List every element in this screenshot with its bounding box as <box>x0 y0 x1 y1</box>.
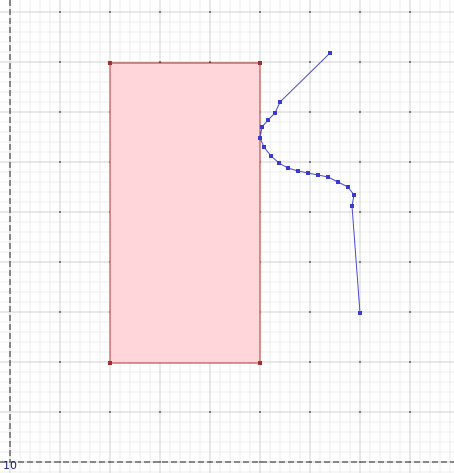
grid-dot <box>359 411 361 413</box>
polyline-vertex <box>350 204 354 208</box>
polyline-vertex <box>316 173 320 177</box>
grid-dot <box>309 361 311 363</box>
polyline-vertex <box>260 125 264 129</box>
grid-dot <box>159 11 161 13</box>
grid-dot <box>209 11 211 13</box>
grid-dot <box>359 261 361 263</box>
polyline-vertex <box>352 193 356 197</box>
polyline-vertex <box>277 161 281 165</box>
grid-dot <box>259 411 261 413</box>
polyline-vertex <box>358 311 362 315</box>
grid-dot <box>309 161 311 163</box>
grid-dot <box>209 411 211 413</box>
grid-dot <box>59 211 61 213</box>
grid-dot <box>309 211 311 213</box>
grid-dot <box>159 61 161 63</box>
grid-dot <box>309 411 311 413</box>
grid-dot <box>309 311 311 313</box>
polyline-vertex <box>269 154 273 158</box>
grid-dot <box>59 311 61 313</box>
polyline-vertex <box>258 136 262 140</box>
grid-dot <box>409 211 411 213</box>
grid-dot <box>309 111 311 113</box>
polyline-vertex <box>266 118 270 122</box>
polyline-vertex <box>306 171 310 175</box>
polyline-vertex <box>278 100 282 104</box>
grid-dot <box>359 361 361 363</box>
polyline-vertices <box>258 51 362 315</box>
grid-dot <box>59 411 61 413</box>
grid-dot <box>109 11 111 13</box>
grid-dot <box>109 411 111 413</box>
polyline-vertex <box>336 180 340 184</box>
origin-label: 10 <box>3 459 17 472</box>
polyline-vertex <box>273 111 277 115</box>
grid-dot <box>359 61 361 63</box>
grid-dot <box>409 161 411 163</box>
grid-dot <box>59 11 61 13</box>
grid-dot <box>359 111 361 113</box>
grid-dot <box>309 261 311 263</box>
polyline-vertex <box>286 166 290 170</box>
grid-dot <box>259 11 261 13</box>
grid-dot <box>59 161 61 163</box>
grid-dot <box>59 61 61 63</box>
rectangle-vertices <box>108 61 262 365</box>
grid-dot <box>309 61 311 63</box>
grid-dot <box>209 61 211 63</box>
grid-dot <box>359 161 361 163</box>
rectangle-polygon[interactable] <box>109 62 261 364</box>
grid-dot <box>159 461 161 463</box>
grid-dot <box>409 361 411 363</box>
polyline-vertex <box>346 185 350 189</box>
rectangle-vertex <box>108 61 112 65</box>
grid-dot <box>409 111 411 113</box>
grid-dot <box>409 61 411 63</box>
grid-dot <box>409 261 411 263</box>
rectangle-vertex <box>258 61 262 65</box>
rectangle-vertex <box>258 361 262 365</box>
polyline-vertex <box>262 145 266 149</box>
grid-dot <box>59 361 61 363</box>
grid-dot <box>59 111 61 113</box>
polyline-vertex <box>326 175 330 179</box>
grid-dot <box>159 411 161 413</box>
grid-dot <box>409 311 411 313</box>
grid-dot <box>59 261 61 263</box>
grid-dot <box>409 411 411 413</box>
polyline-vertex <box>328 51 332 55</box>
polyline-vertex <box>296 169 300 173</box>
grid-dot <box>259 461 261 463</box>
grid-dot <box>309 11 311 13</box>
grid-dot <box>409 11 411 13</box>
grid-dot <box>359 11 361 13</box>
grid-dot <box>359 211 361 213</box>
rectangle-vertex <box>108 361 112 365</box>
